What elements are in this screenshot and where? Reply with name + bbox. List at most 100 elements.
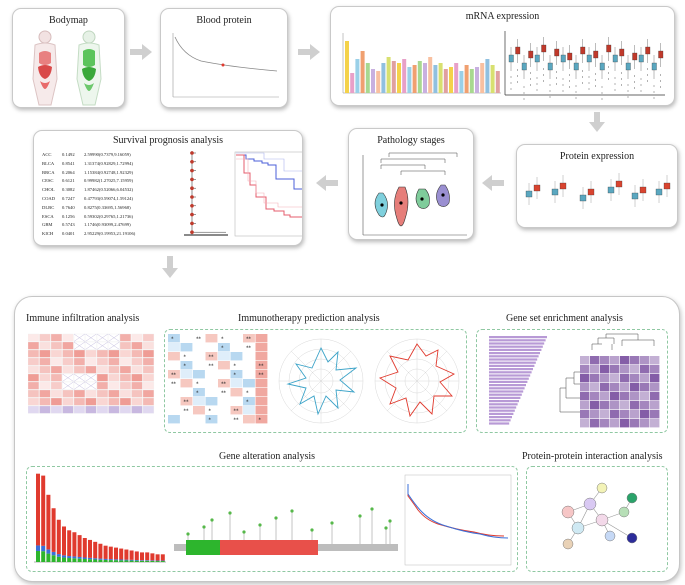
immuno-cell xyxy=(168,352,180,361)
alteration-bar-red xyxy=(36,473,40,546)
mrna-box xyxy=(586,54,592,63)
alteration-bar-green xyxy=(77,558,82,562)
immune-cross-line xyxy=(62,381,74,390)
mrna-box xyxy=(645,46,651,55)
arrow-left-1 xyxy=(316,175,338,191)
alteration-bar-green xyxy=(51,555,56,562)
mrna-outlier xyxy=(621,72,622,74)
mrna-outlier xyxy=(588,88,590,90)
mrna-bar xyxy=(386,57,391,93)
immuno-star: ** xyxy=(234,418,240,424)
immune-cross-line xyxy=(73,341,86,350)
immune-heatmap-cell xyxy=(50,341,63,350)
mrna-box xyxy=(638,54,644,63)
gsea-heat-cell xyxy=(620,401,630,410)
gsea-bar xyxy=(489,377,529,380)
mrna-outlier xyxy=(556,77,557,79)
gsea-heat-cell xyxy=(620,410,630,419)
protein-box-tumor xyxy=(559,182,567,190)
gsea-bar xyxy=(489,416,512,419)
mrna-box xyxy=(632,52,638,61)
survival-cell-hr: 1.31374(0.92829,1.72994) xyxy=(84,160,133,166)
gsea-heat-cell xyxy=(600,365,610,374)
mrna-outlier xyxy=(627,84,629,86)
gsea-heat-cell xyxy=(590,401,600,410)
immuno-cell xyxy=(193,379,205,388)
immune-heatmap-cell xyxy=(131,389,143,398)
survival-cell-hr: 0.59302(0.29765,1.21736) xyxy=(84,213,133,219)
gsea-heat-cell xyxy=(590,392,600,401)
immune-heatmap-cell xyxy=(142,389,155,398)
immune-heatmap-cell xyxy=(85,397,97,406)
immune-heatmap-cell xyxy=(108,357,120,366)
gsea-heat-cell xyxy=(650,410,660,419)
alteration-bar-blue xyxy=(108,559,113,561)
immuno-cell xyxy=(193,361,205,370)
mrna-box xyxy=(515,46,521,55)
gsea-heat-cell xyxy=(610,356,620,365)
gsea-heat-cell xyxy=(590,383,600,392)
immune-heatmap-cell xyxy=(131,397,143,406)
immuno-cell xyxy=(180,388,193,397)
immune-heatmap-cell xyxy=(96,397,109,406)
mrna-outlier xyxy=(530,84,531,86)
survival-cell-hr: 0.99982(1.27025,7.15959) xyxy=(84,178,133,184)
lollipop-head xyxy=(290,509,294,513)
immuno-cell xyxy=(243,397,255,406)
mrna-outlier xyxy=(569,74,570,76)
gsea-heat-cell xyxy=(580,392,590,401)
blood-protein-curve xyxy=(172,33,279,98)
mrna-bar xyxy=(345,41,349,93)
survival-cell-hr: 2.95229(0.19953,21.19106) xyxy=(84,231,136,237)
gsea-heat-cell xyxy=(630,419,640,428)
immuno-cell xyxy=(218,343,230,352)
gsea-heat-cell xyxy=(590,374,600,383)
immuno-cell xyxy=(230,352,243,361)
mrna-boxplot xyxy=(504,31,665,100)
immuno-cell xyxy=(168,370,180,379)
immuno-cell xyxy=(193,352,205,361)
gsea-heat-cell xyxy=(630,410,640,419)
immune-heatmap-cell xyxy=(142,397,155,406)
mrna-box xyxy=(554,48,560,57)
survival-cell-hr: 1.87462(0.52066,6.04532) xyxy=(84,187,133,193)
immune-heatmap-cell xyxy=(108,373,120,382)
immune-heatmap-cell xyxy=(131,341,143,350)
immune-heatmap-cell xyxy=(50,381,63,390)
immune-heatmap-cell xyxy=(50,333,63,342)
survival-cell-hr: 1.1746(0.93099,2.47699) xyxy=(84,222,131,228)
mrna-bar xyxy=(350,73,355,93)
alteration-bar-blue xyxy=(114,559,118,561)
forest-point xyxy=(190,160,194,164)
mrna-outlier xyxy=(517,75,518,77)
immune-heatmap-cell xyxy=(119,381,132,390)
alteration-stacked-bar-chart xyxy=(34,473,166,563)
gsea-bar xyxy=(489,371,532,374)
mrna-outlier xyxy=(621,78,622,80)
mrna-title: mRNA expression xyxy=(465,11,540,22)
immuno-cell xyxy=(255,361,268,370)
immune-heatmap-cell xyxy=(28,397,40,406)
alteration-bar-green xyxy=(155,561,160,562)
mrna-box xyxy=(625,62,631,71)
immune-heatmap-cell xyxy=(131,381,143,390)
mrna-box xyxy=(606,44,612,53)
mrna-box xyxy=(567,52,573,61)
immune-heatmap-cell xyxy=(131,405,143,414)
alteration-title: Gene alteration analysis xyxy=(219,451,316,462)
lollipop-head xyxy=(330,521,334,525)
alteration-bar-blue xyxy=(124,559,129,561)
immune-heatmap-cell xyxy=(73,389,86,398)
gsea-title: Gene set enrichment analysis xyxy=(506,313,623,324)
immuno-cell xyxy=(180,370,193,379)
immuno-cell xyxy=(168,379,180,388)
mrna-outlier xyxy=(556,71,557,73)
survival-cell-p: 0.3082 xyxy=(62,187,75,193)
mrna-outlier xyxy=(660,80,661,82)
alteration-bar-green xyxy=(150,560,155,562)
gsea-bar xyxy=(489,409,515,412)
mrna-outlier xyxy=(640,84,642,86)
immuno-cell xyxy=(205,415,218,424)
mrna-outlier xyxy=(634,75,635,77)
mrna-bar xyxy=(433,65,438,93)
